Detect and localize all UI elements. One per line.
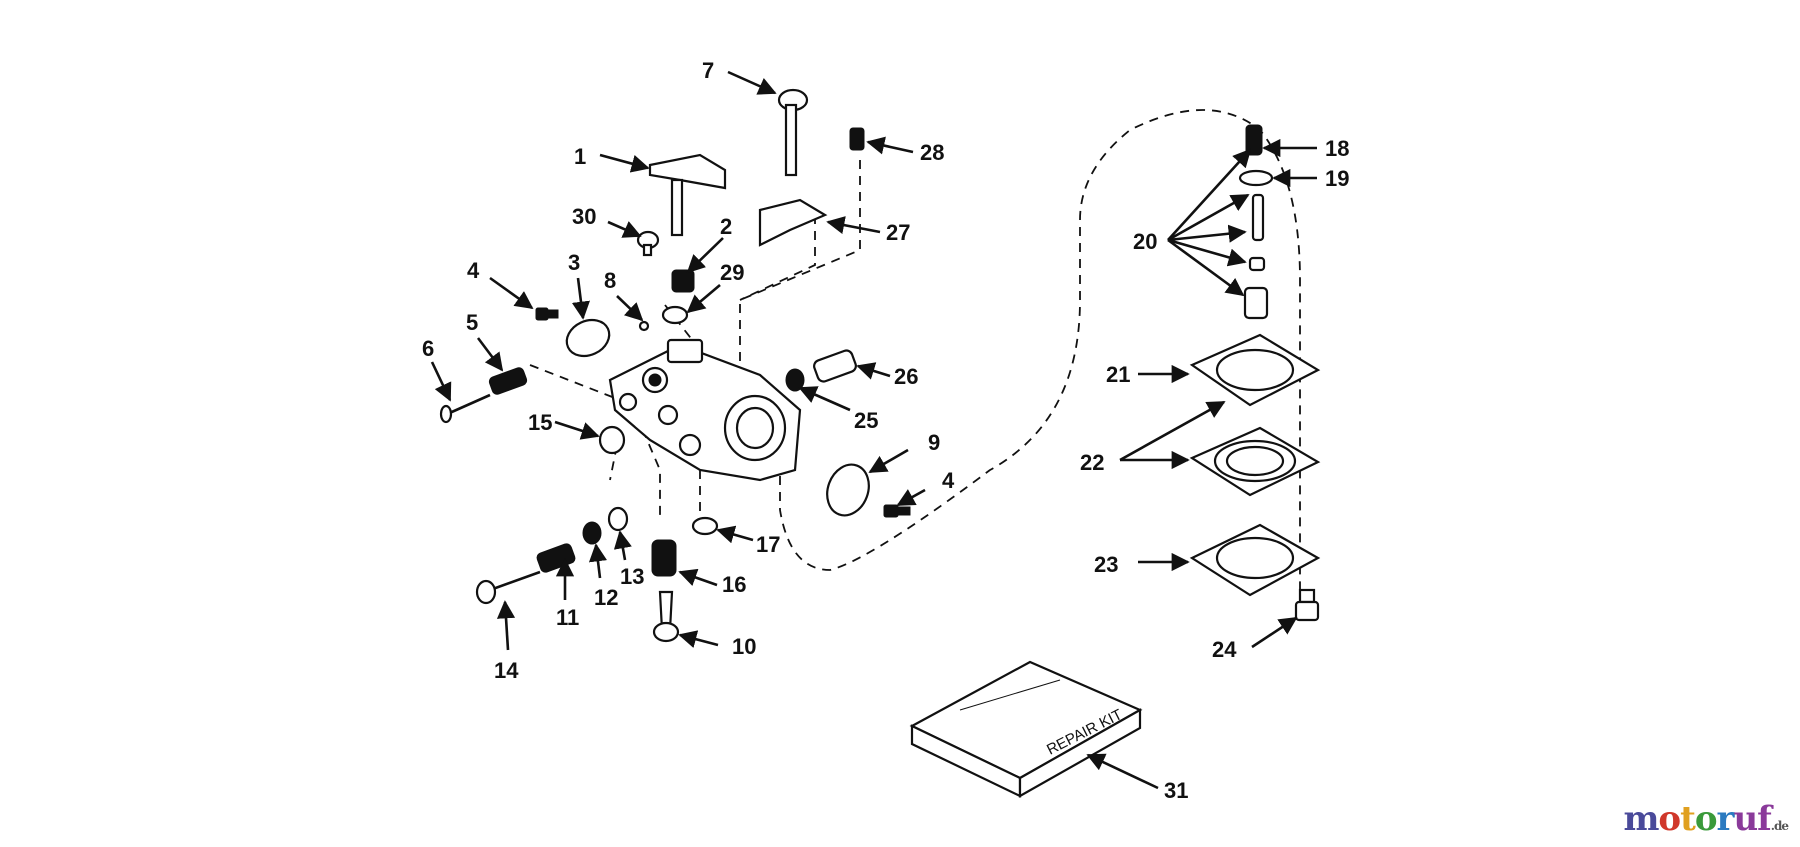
callout-10: 10 [732, 634, 756, 659]
callout-8: 8 [604, 268, 616, 293]
part-10-screw [652, 590, 680, 643]
callout-15: 15 [528, 410, 552, 435]
part-4-screw [535, 307, 911, 518]
carburetor-body [608, 338, 802, 482]
callout-18: 18 [1325, 136, 1349, 161]
part-17-plug [691, 516, 719, 536]
part-20-inlet-needle-set [1243, 193, 1269, 320]
callout-24: 24 [1212, 637, 1237, 662]
callout-9: 9 [928, 430, 940, 455]
part-3-throttle-plate [565, 318, 611, 358]
part-5-spring [488, 367, 528, 395]
watermark-letter: t [1680, 799, 1696, 839]
watermark-letter: m [1623, 799, 1659, 839]
part-18-spring [1245, 124, 1263, 156]
callout-31: 31 [1164, 778, 1188, 803]
watermark-letter: uf [1733, 799, 1771, 839]
callout-16: 16 [722, 572, 746, 597]
part-31-repair-kit: REPAIR KIT [909, 660, 1143, 798]
callout-29: 29 [720, 260, 744, 285]
part-24-screw [1294, 588, 1320, 622]
callout-3: 3 [568, 250, 580, 275]
part-11-spring [536, 543, 576, 573]
part-19-gasket-ring [1238, 169, 1274, 187]
callout-12: 12 [594, 585, 618, 610]
part-2-spring [671, 269, 695, 293]
callout-numbers: 1 2 3 4 5 6 7 8 9 4 10 11 12 13 14 15 16… [422, 58, 1349, 803]
callout-23: 23 [1094, 552, 1118, 577]
callout-2: 2 [720, 214, 732, 239]
callout-28: 28 [920, 140, 944, 165]
callout-25: 25 [854, 408, 878, 433]
callout-21: 21 [1106, 362, 1130, 387]
part-8-ball [638, 320, 650, 332]
callout-5: 5 [466, 310, 478, 335]
callout-leaders [430, 70, 1317, 790]
watermark-suffix: .de [1770, 819, 1789, 833]
assembly-guide-lines [529, 109, 1301, 590]
callout-19: 19 [1325, 166, 1349, 191]
callout-4b: 4 [942, 468, 955, 493]
callout-27: 27 [886, 220, 910, 245]
part-28-screw [849, 127, 865, 151]
callout-30: 30 [572, 204, 596, 229]
part-30-screw [636, 230, 660, 257]
part-14-screw [475, 570, 541, 605]
part-23-cover [1189, 523, 1321, 597]
part-15-plug [598, 425, 626, 455]
callout-13: 13 [620, 564, 644, 589]
part-6-idle-screw [439, 393, 491, 424]
part-26-fitting [813, 349, 857, 383]
part-22-diaphragm [1189, 426, 1321, 497]
part-12-washer [582, 521, 602, 545]
callout-20: 20 [1133, 229, 1157, 254]
callout-1: 1 [574, 144, 586, 169]
part-21-gasket [1189, 333, 1321, 407]
callout-4: 4 [467, 258, 480, 283]
part-7-choke-shaft [777, 88, 809, 177]
watermark-letter: r [1716, 799, 1735, 839]
callout-7: 7 [702, 58, 714, 83]
callout-26: 26 [894, 364, 918, 389]
callout-17: 17 [756, 532, 780, 557]
motoruf-watermark-logo: motoruf.de [1623, 799, 1789, 839]
part-29-washer [661, 305, 689, 325]
part-16-spring [651, 539, 677, 577]
part-13-washer [607, 506, 629, 532]
part-27-bracket [758, 198, 828, 247]
callout-6: 6 [422, 336, 434, 361]
callout-14: 14 [494, 658, 519, 683]
callout-11: 11 [556, 605, 579, 630]
part-1-throttle-lever [648, 153, 727, 237]
part-9-choke-plate [826, 463, 870, 517]
part-25-washer [785, 368, 805, 392]
callout-22: 22 [1080, 450, 1104, 475]
watermark-letter: o [1694, 799, 1718, 839]
watermark-letter: o [1658, 799, 1681, 839]
